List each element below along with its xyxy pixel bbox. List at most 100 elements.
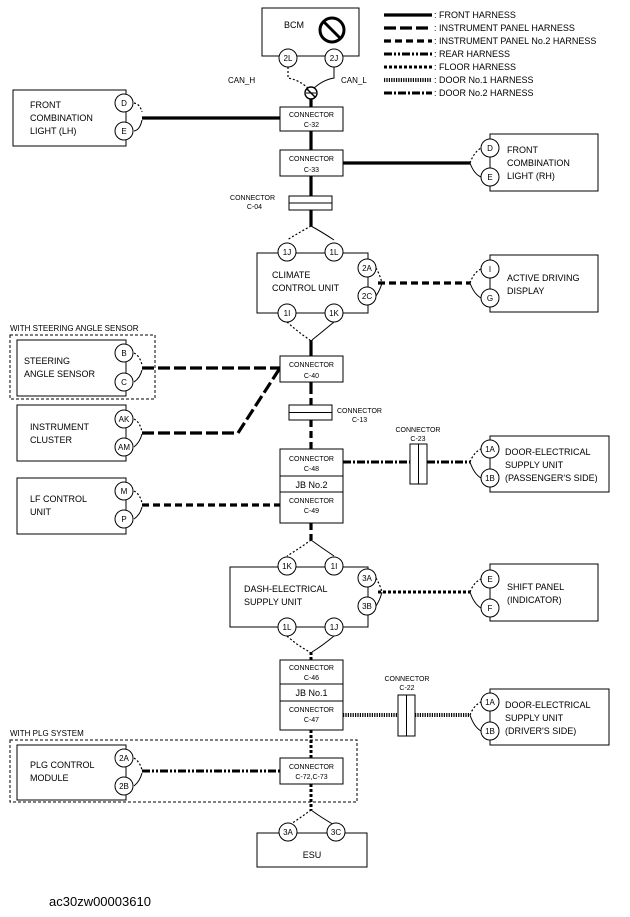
c72-code: C-72,C-73 — [295, 774, 327, 781]
lf-control-pin-m — [114, 481, 134, 501]
climate-line1: CLIMATE — [272, 270, 310, 280]
cluster-pin-ak — [114, 409, 134, 429]
dash-pin-3a-label: 3A — [362, 574, 372, 583]
legend: : FRONT HARNESS : INSTRUMENT PANEL HARNE… — [384, 10, 596, 98]
dash-pin-1k-label: 1K — [282, 562, 292, 571]
c72-word: CONNECTOR — [289, 764, 334, 771]
bcm-pin-2l-label: 2L — [284, 54, 293, 63]
climate-pin-1i-label: 1I — [284, 309, 291, 318]
dash-pin-1i — [324, 556, 344, 576]
cluster-line1: INSTRUMENT — [30, 422, 89, 432]
steering-sensor-group: WITH STEERING ANGLE SENSOR STEERING ANGL… — [9, 324, 156, 400]
dash-pin-1l-label: 1L — [283, 623, 292, 632]
steering-pin-c — [114, 372, 134, 392]
steering-pin-b-label: B — [121, 349, 126, 358]
front-rh-pin-d — [480, 138, 500, 158]
front-rh-pin-d-label: D — [487, 144, 493, 153]
jb2-label: JB No.2 — [295, 480, 327, 490]
door-electrical-supply-driver: DOOR-ELECTRICAL SUPPLY UNIT (DRIVER'S SI… — [480, 688, 610, 746]
cluster-line2: CLUSTER — [30, 435, 73, 445]
front-lh-pin-e — [114, 121, 134, 141]
climate-pin-1k-label: 1K — [329, 309, 339, 318]
connector-c32: CONNECTOR C-32 — [279, 106, 344, 132]
front-lh-line1: FRONT — [30, 100, 61, 110]
door-pass-pin-1b — [480, 468, 500, 488]
legend-floor: : FLOOR HARNESS — [434, 62, 516, 72]
cluster-pin-ak-label: AK — [119, 415, 130, 424]
plg-system-group: WITH PLG SYSTEM PLG CONTROL MODULE 2A 2B… — [9, 729, 358, 803]
plg-pin-2b — [114, 776, 134, 796]
cluster-pin-am-label: AM — [118, 443, 130, 452]
front-rh-line2: COMBINATION — [507, 158, 570, 168]
dash-pin-1j — [324, 617, 344, 637]
can-l-label: CAN_L — [341, 76, 367, 85]
climate-pin-1j-label: 1J — [283, 248, 291, 257]
active-display-pin-i-label: I — [489, 265, 491, 274]
dash-line2: SUPPLY UNIT — [244, 597, 303, 607]
plg-pin-2a-label: 2A — [119, 754, 129, 763]
climate-pin-1l-label: 1L — [330, 248, 339, 257]
door-drv-line1: DOOR-ELECTRICAL — [505, 700, 591, 710]
c04-word: CONNECTOR — [230, 195, 275, 202]
figure-id-caption: ac30zw00003610 — [49, 894, 151, 909]
esu-pin-3a-label: 3A — [283, 828, 293, 837]
shift-panel-pin-f — [480, 598, 500, 618]
dash-pin-1k — [277, 556, 297, 576]
bcm-pin-2l — [278, 48, 298, 68]
front-rh-line1: FRONT — [507, 145, 538, 155]
climate-line2: CONTROL UNIT — [272, 283, 340, 293]
c49-code: C-49 — [304, 508, 319, 515]
front-lh-pin-d-label: D — [121, 99, 127, 108]
dash-pin-1l — [277, 617, 297, 637]
climate-pin-1l — [324, 242, 344, 262]
c40-code: C-40 — [304, 373, 319, 380]
bcm-module: BCM 2L 2J CAN_H CAN_L — [228, 7, 367, 100]
dash-pin-1j-label: 1J — [330, 623, 338, 632]
door-electrical-supply-passenger: DOOR-ELECTRICAL SUPPLY UNIT (PASSENGER'S… — [480, 435, 610, 493]
climate-pin-2c — [357, 286, 377, 306]
shift-panel-pin-e-label: E — [487, 575, 492, 584]
front-lh-pin-d — [114, 93, 134, 113]
door-pass-pin-1a-label: 1A — [485, 445, 495, 454]
c47-word: CONNECTOR — [289, 707, 334, 714]
connector-c04: CONNECTOR C-04 — [230, 195, 333, 211]
door-drv-pin-1b — [480, 721, 500, 741]
esu-title: ESU — [303, 850, 322, 860]
prohibited-icon — [318, 16, 346, 44]
steering-line1: STEERING — [24, 356, 70, 366]
steering-pin-c-label: C — [121, 378, 127, 387]
esu-module: ESU 3A 3C — [256, 822, 368, 868]
c23-word: CONNECTOR — [396, 427, 441, 434]
c04-code: C-04 — [247, 204, 262, 211]
climate-pin-2c-label: 2C — [362, 292, 372, 301]
c32-word: CONNECTOR — [289, 112, 334, 119]
active-display-line1: ACTIVE DRIVING — [507, 273, 580, 283]
c40-word: CONNECTOR — [289, 362, 334, 369]
dash-pin-3b-label: 3B — [362, 602, 372, 611]
connector-c33: CONNECTOR C-33 — [279, 149, 344, 177]
jb1-label: JB No.1 — [295, 688, 327, 698]
lf-control-unit: LF CONTROL UNIT M P — [16, 477, 134, 535]
steering-group-label: WITH STEERING ANGLE SENSOR — [10, 324, 139, 333]
climate-pin-1k — [324, 303, 344, 323]
bcm-pin-2j-label: 2J — [330, 54, 338, 63]
legend-door2: : DOOR No.2 HARNESS — [434, 88, 534, 98]
c32-code: C-32 — [304, 122, 319, 129]
steering-pin-b — [114, 343, 134, 363]
lf-control-pin-p — [114, 509, 134, 529]
climate-control-unit: CLIMATE CONTROL UNIT 1J 1L 1I 1K 2A 2C — [256, 242, 377, 323]
legend-ip2: : INSTRUMENT PANEL No.2 HARNESS — [434, 36, 596, 46]
door-pass-line3: (PASSENGER'S SIDE) — [505, 473, 598, 483]
front-rh-pin-e — [480, 167, 500, 187]
dash-pin-3a — [357, 568, 377, 588]
front-combination-light-lh: FRONT COMBINATION LIGHT (LH) D E — [12, 89, 134, 147]
c13-word: CONNECTOR — [337, 408, 382, 415]
door-drv-pin-1a — [480, 692, 500, 712]
legend-front: : FRONT HARNESS — [434, 10, 516, 20]
door-drv-line3: (DRIVER'S SIDE) — [505, 726, 576, 736]
c48-word: CONNECTOR — [289, 456, 334, 463]
c22-word: CONNECTOR — [385, 676, 430, 683]
plg-group-label: WITH PLG SYSTEM — [10, 729, 84, 738]
active-display-line2: DISPLAY — [507, 286, 544, 296]
